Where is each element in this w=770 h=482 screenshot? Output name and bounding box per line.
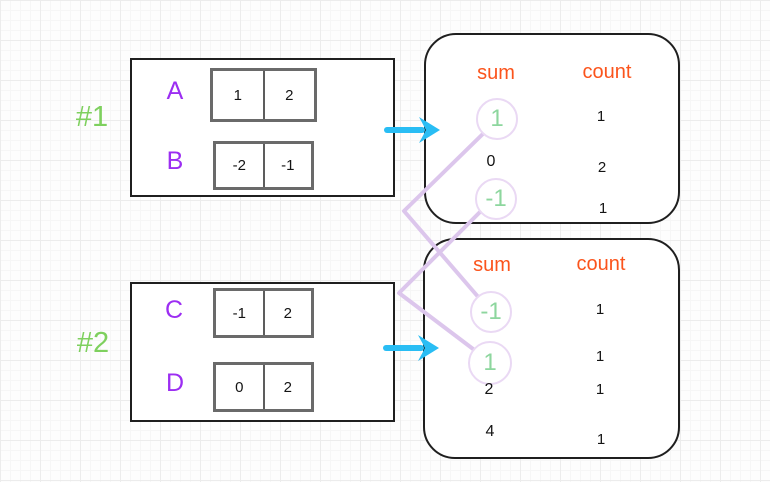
sum-header-2: sum: [473, 254, 511, 276]
connector-line-sum1-to-sumneg1: [402, 125, 492, 308]
sum-value: 1: [483, 349, 497, 376]
array-a-cell-0: 1: [233, 86, 242, 104]
highlight-circle: 1: [468, 341, 512, 385]
array-c: -1 2: [213, 288, 314, 338]
count-value: 1: [595, 301, 605, 318]
sum-value: 2: [484, 381, 494, 398]
count-header-2: count: [576, 253, 626, 275]
highlight-circle: -1: [475, 178, 517, 220]
arrow-right-icon: [384, 117, 440, 143]
array-c-cell-0: -1: [232, 304, 246, 322]
array-b-cell-1: -1: [262, 144, 312, 187]
count-value: 1: [595, 381, 605, 398]
arrow-right-icon: [383, 335, 439, 361]
sum-value: 0: [486, 153, 496, 170]
example-2-sum-table: [423, 238, 680, 459]
array-a-label: A: [166, 77, 184, 105]
array-a-cell-1: 2: [262, 71, 315, 119]
count-value: 1: [596, 431, 606, 448]
array-d: 0 2: [213, 362, 314, 412]
count-header-1: count: [582, 61, 632, 83]
sum-value: -1: [485, 185, 507, 212]
connector-line-sumneg1-to-sum1: [397, 200, 492, 360]
count-value: 1: [598, 200, 608, 217]
example-2-label: #2: [76, 327, 110, 359]
highlight-circle: 1: [476, 98, 518, 140]
array-a: 1 2: [210, 68, 317, 122]
array-d-cell-0: 0: [235, 378, 244, 396]
array-d-label: D: [165, 369, 185, 397]
array-c-cell-1: 2: [262, 291, 312, 335]
example-1-label: #1: [75, 101, 109, 133]
count-value: 1: [596, 108, 606, 125]
count-value: 2: [597, 159, 607, 176]
array-d-cell-1: 2: [262, 365, 312, 409]
array-c-label: C: [164, 296, 184, 324]
count-value: 1: [595, 348, 605, 365]
array-b-cell-0: -2: [232, 157, 246, 174]
sum-value: -1: [480, 298, 502, 325]
sum-header-1: sum: [477, 62, 515, 84]
example-1-sum-table: [424, 33, 680, 224]
highlight-circle: -1: [470, 291, 512, 333]
array-b-label: B: [166, 147, 184, 175]
array-b: -2 -1: [213, 141, 314, 190]
sum-value: 1: [490, 105, 504, 132]
sum-value: 4: [485, 423, 495, 440]
